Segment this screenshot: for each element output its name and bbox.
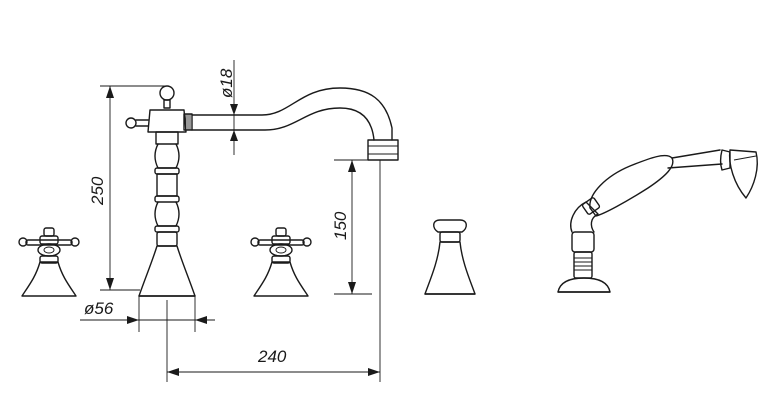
dimension-reach-label: 240 <box>257 347 287 366</box>
hand-shower <box>557 149 758 293</box>
center-cross-handle-valve <box>250 227 312 297</box>
dimension-outlet-height-label: 150 <box>331 211 350 240</box>
dimension-pipe-diameter: ø18 <box>217 60 238 155</box>
dimension-base-diameter-label: ø56 <box>84 299 114 318</box>
dimension-outlet-height: 150 <box>331 159 372 295</box>
dimension-pipe-diameter-label: ø18 <box>217 68 236 98</box>
dimension-base-diameter: ø56 <box>80 296 215 332</box>
dimension-height-label: 250 <box>88 176 107 206</box>
spout <box>191 87 399 161</box>
dimension-reach: 240 <box>166 160 381 382</box>
left-cross-handle-valve <box>18 227 80 297</box>
faucet-column <box>125 85 196 297</box>
dimension-height: 250 <box>88 85 165 291</box>
diverter-knob <box>424 219 476 295</box>
